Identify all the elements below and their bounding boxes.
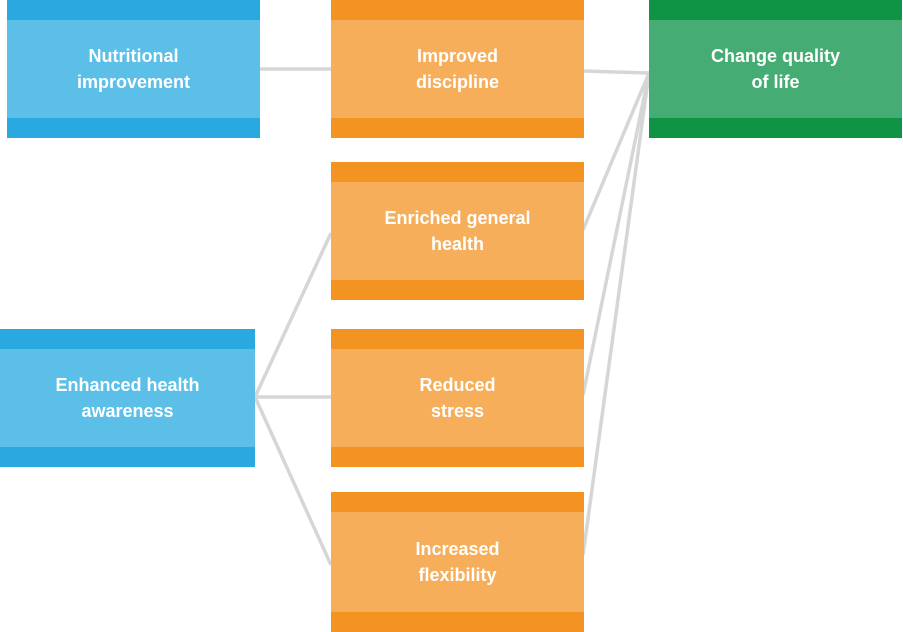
enhanced-health-awareness-box: Enhanced health awareness [0,329,255,467]
connector-flexibility-to-quality [581,72,651,556]
connector-general-health-to-quality [581,72,651,231]
increased-flexibility-box: Increased flexibility [331,492,584,632]
enriched-general-health-label: Enriched general health [384,208,531,254]
improved-discipline-box: Improved discipline [331,0,584,138]
reduced-stress-box: Reduced stress [331,329,584,467]
connector-awareness-to-flexibility [253,396,333,566]
reduced-stress-label: Reduced stress [419,375,496,421]
connector-discipline-to-quality [582,69,650,75]
change-quality-of-life-label: Change quality of life [710,46,840,92]
nutritional-improvement-label: Nutritional improvement [76,46,191,92]
change-quality-of-life-box: Change quality of life [649,0,902,138]
connector-stress-to-quality [581,72,651,396]
enriched-general-health-box: Enriched general health [331,162,584,300]
connector-awareness-to-general-health [253,232,333,398]
improved-discipline-label: Improved discipline [415,46,500,92]
enhanced-health-awareness-label: Enhanced health awareness [55,375,200,421]
nutritional-improvement-box: Nutritional improvement [7,0,260,138]
increased-flexibility-label: Increased flexibility [415,539,500,585]
